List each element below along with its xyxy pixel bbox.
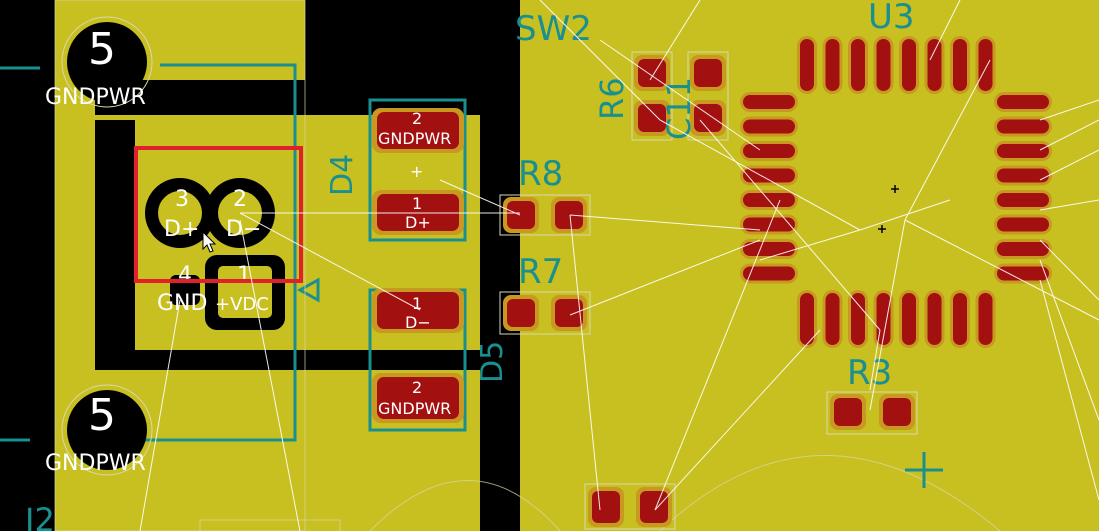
u3-right-pad-copper (997, 144, 1049, 158)
u3-left-pad-copper (743, 242, 795, 256)
u3-top-pad-copper (902, 39, 916, 91)
u3-bottom-pad-copper (825, 293, 840, 345)
r3-reference: R3 (847, 353, 892, 393)
u3-reference: U3 (868, 0, 915, 37)
d4-center-mark: + (410, 162, 423, 181)
u3-top-pad-copper (927, 39, 942, 91)
pin4-number: 4 (178, 263, 192, 288)
u3-left-pad-copper (743, 144, 795, 158)
u3-top-pad-copper (825, 39, 840, 91)
d4-pad1-net: D+ (405, 213, 431, 232)
d5-pad1-net: D− (405, 313, 431, 332)
mount-hole-bottom-net: GNDPWR (45, 451, 146, 476)
u3-bottom-pad-copper (978, 293, 993, 345)
u3-top-pad-copper (978, 39, 993, 91)
resistor-r3[interactable]: R3 (826, 353, 918, 435)
resistor-r8[interactable]: R8 (499, 154, 591, 236)
u3-left-pad-copper (743, 168, 795, 183)
r8-reference: R8 (518, 154, 563, 194)
u3-right-pad-copper (997, 266, 1049, 281)
r7-reference: R7 (518, 252, 563, 292)
pin4-net: GND (157, 291, 207, 316)
diode-d5[interactable]: 1 D− 2 GNDPWR D5 (372, 288, 510, 423)
u3-right-pad-copper (997, 168, 1049, 183)
pin2-number: 2 (233, 187, 247, 212)
u3-bottom-pad-copper (902, 293, 916, 345)
c11-reference: C11 (660, 77, 698, 140)
mouse-cursor-icon (202, 230, 217, 253)
u3-bottom-pad-copper (800, 293, 814, 345)
u3-left-pad-copper (743, 119, 795, 134)
pin1-net: +VDC (215, 294, 269, 315)
ratsnest-lines (139, 0, 1099, 531)
ic-u3[interactable] (740, 36, 1052, 348)
selection-box[interactable] (134, 146, 303, 283)
u3-right-pad-copper (997, 217, 1049, 232)
u3-bottom-pad-copper (851, 293, 865, 345)
pin3-net: D+ (164, 217, 199, 242)
capacitor-c11[interactable]: C11 (660, 51, 729, 141)
d5-reference: D5 (475, 341, 510, 383)
d5-pad2-number: 2 (412, 378, 422, 397)
u3-left-pad-copper (743, 266, 795, 281)
center-marks (878, 185, 899, 233)
d4-pad1-number: 1 (412, 194, 422, 213)
polarity-mark (905, 452, 943, 488)
connector-pads[interactable]: 3 D+ 2 D− 4 GND 1 +VDC (145, 178, 285, 330)
mount-hole-bottom[interactable]: 5 GNDPWR (45, 384, 153, 476)
mount-hole-top-number: 5 (88, 24, 116, 75)
d4-pad2-number: 2 (412, 109, 422, 128)
u3-left-pad-copper (743, 95, 795, 109)
u3-right-pad-copper (997, 193, 1049, 207)
d4-reference: D4 (325, 154, 360, 196)
pin3-number: 3 (175, 187, 189, 212)
d5-pad2-net: GNDPWR (378, 399, 451, 418)
u3-top-pad-copper (876, 39, 891, 91)
u3-bottom-pad-copper (927, 293, 942, 345)
u3-right-pad-copper (997, 242, 1049, 256)
u3-top-pad-copper (800, 39, 814, 91)
d4-pad2-net: GNDPWR (378, 129, 451, 148)
mount-hole-top-net: GNDPWR (45, 85, 146, 110)
mount-hole-bottom-number: 5 (88, 390, 116, 441)
d5-pad1-number: 1 (412, 294, 422, 313)
u3-bottom-pad-copper (953, 293, 967, 345)
j2-reference: J2 (23, 501, 55, 531)
u3-right-pad-copper (997, 95, 1049, 109)
mount-hole-top[interactable]: 5 GNDPWR (45, 16, 153, 110)
u3-left-pad-copper (743, 217, 795, 232)
sw2-reference: SW2 (515, 9, 592, 49)
r6-reference: R6 (593, 77, 631, 120)
resistor-r7[interactable]: R7 (499, 252, 591, 335)
u3-right-pad-copper (997, 119, 1049, 134)
u3-top-pad-copper (953, 39, 967, 91)
u3-top-pad-copper (851, 39, 865, 91)
